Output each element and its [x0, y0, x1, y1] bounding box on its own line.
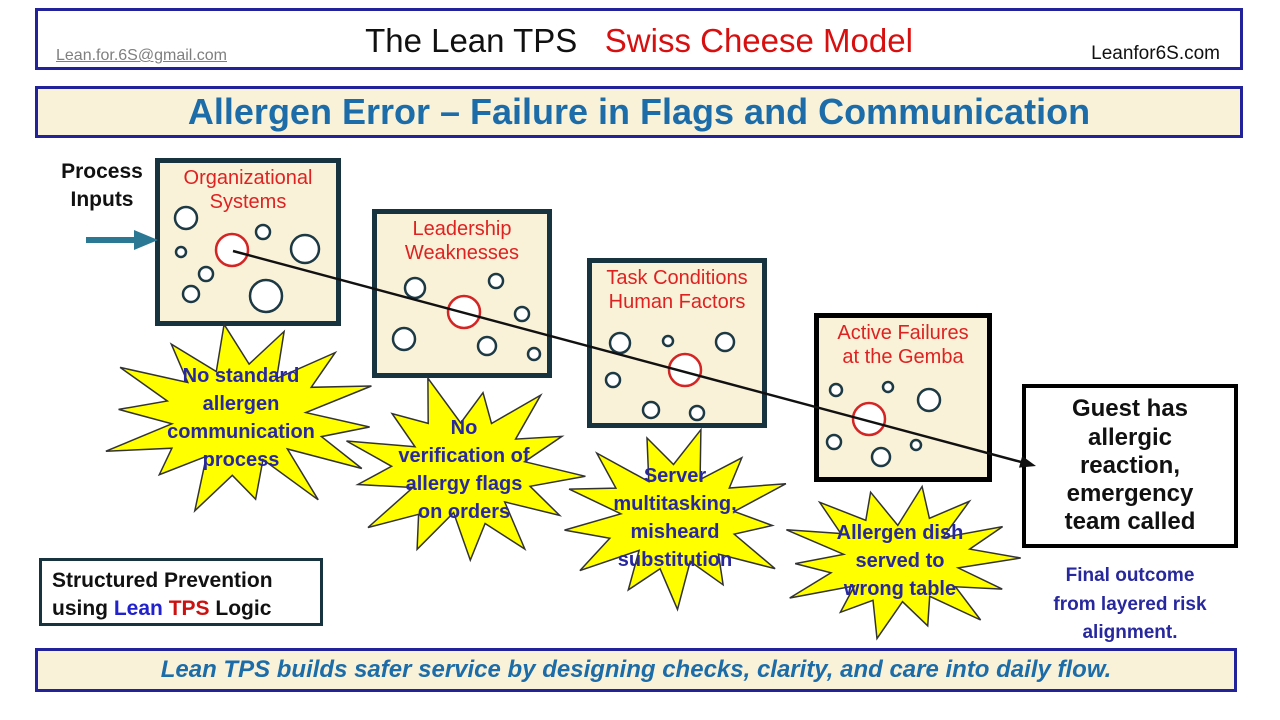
cheese-hole — [714, 331, 736, 353]
email-link[interactable]: Lean.for.6S@gmail.com — [56, 47, 227, 64]
slice-title: Organizational Systems — [183, 167, 313, 213]
prevention-line1: Structured Prevention — [52, 569, 273, 592]
banner-title: Allergen Error – Failure in Flags and Co… — [187, 91, 1091, 132]
failure-hole — [667, 352, 703, 388]
starburst-shape — [786, 484, 1021, 641]
failure-hole — [446, 294, 482, 330]
cheese-hole — [248, 278, 284, 314]
cheese-slice-leadership-weaknesses: Leadership Weaknesses — [372, 209, 552, 378]
prevention-line2-pre: using — [52, 597, 114, 621]
cheese-hole — [289, 233, 321, 265]
slice-title: Active Failures at the Gemba — [837, 322, 969, 368]
cheese-hole — [881, 380, 895, 394]
failure-label: Allergen dish served to wrong table — [836, 522, 964, 600]
cheese-hole — [604, 371, 622, 389]
failure-starburst-4: Allergen dish served to wrong table — [773, 480, 1027, 642]
failure-hole — [214, 232, 250, 268]
website-label: Leanfor6S.com — [1091, 43, 1220, 64]
cheese-hole — [916, 387, 942, 413]
cheese-slice-organizational-systems: Organizational Systems — [155, 158, 341, 326]
cheese-hole — [608, 331, 632, 355]
process-inputs-label: Process Inputs — [61, 160, 143, 212]
slice-title: Leadership Weaknesses — [404, 218, 520, 264]
prevention-tps: TPS — [168, 597, 210, 621]
cheese-hole — [173, 205, 199, 231]
cheese-slice-task-conditions: Task Conditions Human Factors — [587, 258, 767, 428]
cheese-hole — [513, 305, 531, 323]
slice-title: Task Conditions Human Factors — [606, 267, 748, 313]
cheese-hole — [197, 265, 215, 283]
page-title: The Lean TPS Swiss Cheese Model — [38, 22, 1240, 60]
prevention-box: Structured Prevention using Lean TPS Log… — [39, 558, 323, 626]
prevention-line2-post: Logic — [209, 597, 272, 621]
failure-label: Server multitasking, misheard substituti… — [613, 465, 737, 571]
prevention-lean: Lean — [113, 597, 163, 621]
cheese-hole — [487, 272, 505, 290]
header-bar: Lean.for.6S@gmail.com The Lean TPS Swiss… — [35, 8, 1243, 70]
cheese-hole — [254, 223, 272, 241]
cheese-slice-active-failures: Active Failures at the Gemba — [814, 313, 992, 482]
footer-bar: Lean TPS builds safer service by designi… — [35, 648, 1237, 692]
cheese-hole — [641, 400, 661, 420]
cheese-hole — [828, 382, 844, 398]
page-title-red: Swiss Cheese Model — [604, 22, 913, 59]
cheese-hole — [909, 438, 923, 452]
cheese-hole — [661, 334, 675, 348]
failure-starburst-3: Server multitasking, misheard substituti… — [553, 424, 797, 612]
failure-hole — [851, 401, 887, 437]
cheese-hole — [870, 446, 892, 468]
cheese-hole — [688, 404, 706, 422]
banner: Allergen Error – Failure in Flags and Co… — [35, 86, 1243, 138]
cheese-hole — [181, 284, 201, 304]
cheese-hole — [825, 433, 843, 451]
page-title-black: The Lean TPS — [365, 22, 578, 59]
cheese-hole — [174, 245, 188, 259]
process-inputs-arrow-icon — [86, 230, 158, 250]
cheese-hole — [526, 346, 542, 362]
cheese-hole — [476, 335, 498, 357]
outcome-text: Guest has allergic reaction, emergency t… — [1064, 395, 1196, 536]
footer-message: Lean TPS builds safer service by designi… — [160, 656, 1112, 683]
cheese-hole — [391, 326, 417, 352]
final-outcome-note: Final outcome from layered risk alignmen… — [1053, 565, 1207, 643]
outcome-box: Guest has allergic reaction, emergency t… — [1022, 384, 1238, 548]
cheese-hole — [403, 276, 427, 300]
